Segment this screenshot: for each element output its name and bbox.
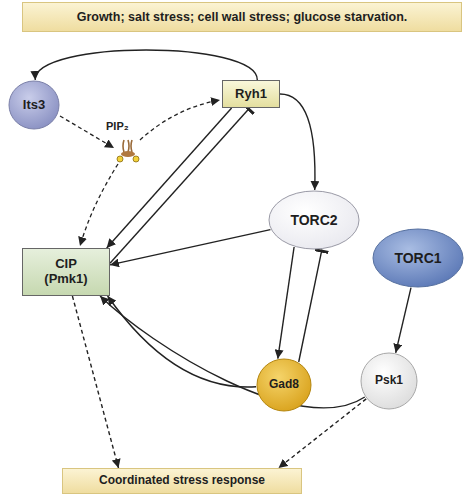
gtpase-box: Ryh1 (222, 80, 280, 108)
kinase-circle: Gad8 (256, 358, 312, 412)
phosphate-group (133, 156, 139, 162)
node-text: TORC1 (394, 250, 441, 266)
node-ellipse (373, 229, 463, 287)
condition-band: Growth; salt stress; cell wall stress; g… (22, 2, 462, 32)
node-ellipse (269, 191, 359, 249)
node-text: Gad8 (269, 378, 299, 392)
node-text: TORC2 (290, 212, 337, 228)
arrow-connector (108, 296, 257, 387)
arrow-connector (107, 108, 232, 248)
dashed-arrow (60, 116, 114, 148)
kinase-circle: Its3 (8, 80, 60, 130)
node-ellipse (257, 359, 311, 411)
lipid-tail (123, 140, 132, 152)
arrow-connector (35, 50, 257, 80)
node-text: Its3 (23, 98, 45, 113)
phosphatase-box: CIP (Pmk1) (22, 248, 110, 296)
arrow-connector (280, 94, 315, 190)
node-text: CIP (Pmk1) (41, 257, 91, 287)
lipid-label: PIP₂ (106, 120, 129, 132)
complex-ellipse: TORC1 (372, 228, 464, 288)
arrow-connector (278, 247, 294, 359)
arrow-connector (100, 296, 365, 408)
node-text: Coordinated stress response (99, 474, 265, 488)
kinase-circle: Psk1 (360, 352, 418, 410)
dashed-connector (72, 296, 118, 468)
node-text: Psk1 (375, 374, 403, 388)
arrow-connector (110, 108, 250, 263)
phosphate-group (117, 156, 123, 162)
node-ellipse (361, 353, 417, 409)
node-ellipse (9, 81, 59, 129)
arrow-connector (299, 250, 322, 362)
lipid-head (121, 151, 135, 157)
dashed-arrow (80, 164, 118, 246)
complex-ellipse: TORC2 (268, 190, 360, 250)
response-band: Coordinated stress response (62, 468, 302, 494)
arrow-connector (396, 288, 411, 353)
node-text: Growth; salt stress; cell wall stress; g… (77, 10, 408, 24)
arrow-connector (110, 230, 270, 265)
node-text: Ryh1 (235, 87, 267, 102)
pip2-lipid (117, 140, 139, 162)
